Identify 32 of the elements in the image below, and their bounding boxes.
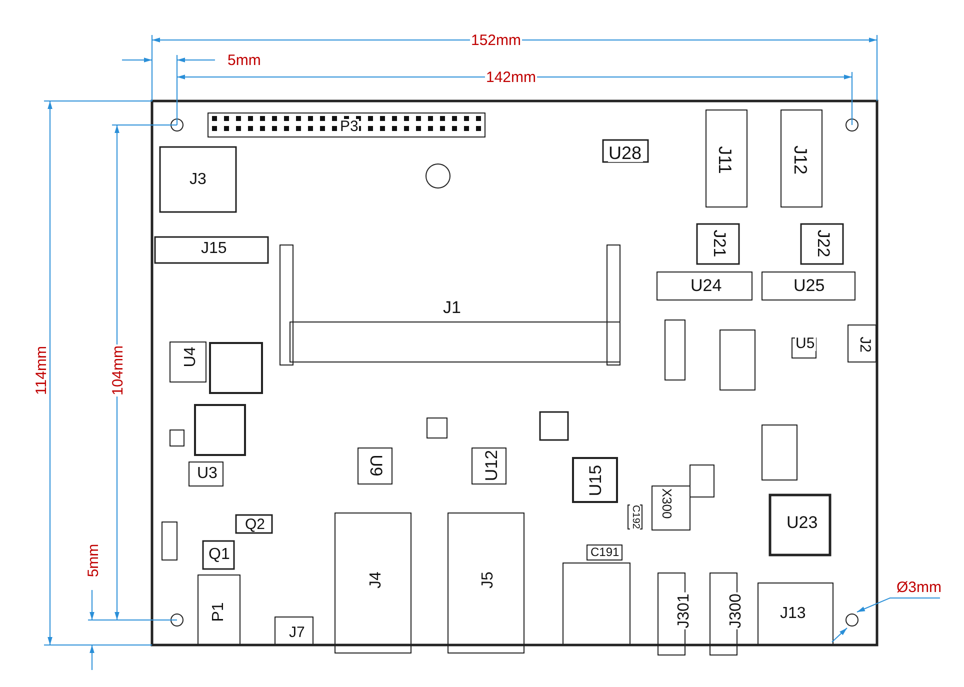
component-designator: Q2	[244, 516, 266, 532]
component-designator: U5	[794, 336, 816, 350]
dimension-label: 5mm	[86, 542, 101, 578]
dimension-label: 152mm	[470, 32, 522, 48]
component-designator: Q1	[208, 547, 231, 563]
component-designator: U9	[367, 453, 384, 477]
component-designator: U25	[792, 276, 826, 294]
component-designator: J300	[728, 592, 744, 630]
component-designator: X300	[660, 486, 674, 520]
component-designator: J4	[368, 570, 384, 590]
component-designator: J11	[716, 145, 734, 175]
component-designator: J12	[791, 144, 810, 176]
component-designator: J21	[710, 228, 728, 258]
component-designator: J2	[857, 335, 872, 353]
dimension-label: Ø3mm	[896, 580, 942, 594]
dimension-label: 5mm	[226, 52, 262, 68]
component-designator: P3	[339, 118, 360, 134]
component-designator: C191	[590, 546, 620, 558]
component-designator: U24	[690, 276, 723, 294]
component-designator: C192	[630, 504, 640, 530]
component-designator: U12	[482, 448, 500, 482]
component-designator: J1	[442, 298, 462, 316]
dimension-label: 142mm	[485, 70, 538, 84]
component-designator: J301	[676, 592, 692, 630]
component-designator: U15	[586, 463, 604, 497]
component-designator: J7	[288, 624, 306, 640]
component-designator: U28	[608, 144, 643, 162]
component-designator: J22	[814, 228, 832, 258]
component-designator: U23	[786, 514, 819, 530]
component-designator: J5	[480, 570, 496, 590]
dimension-label: 104mm	[110, 344, 126, 396]
dimension-label: 114mm	[33, 344, 48, 396]
